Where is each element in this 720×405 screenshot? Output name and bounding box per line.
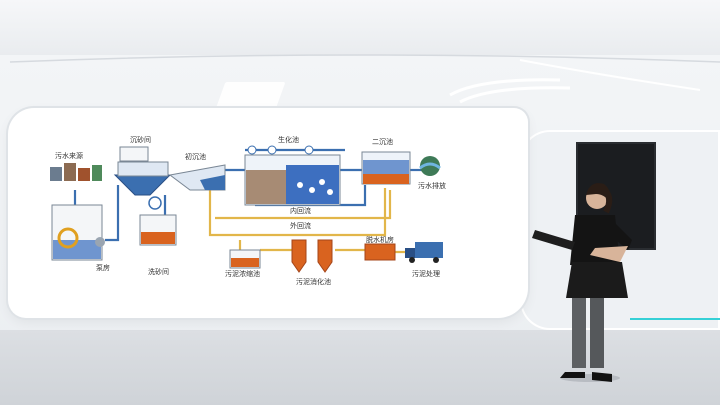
sludge-thickening-icon <box>229 249 261 269</box>
sludge-digestion-icon <box>291 239 333 273</box>
label-sludge-thickening: 污泥浓缩池 <box>225 270 260 278</box>
label-sand-wash: 洗砂间 <box>148 268 169 276</box>
label-pump-room: 泵房 <box>96 264 110 272</box>
label-grit-chamber: 沉砂间 <box>130 136 151 144</box>
label-external-return: 外回流 <box>290 222 311 230</box>
label-discharge: 污水排放 <box>418 182 446 190</box>
label-primary-tank: 初沉池 <box>185 153 206 161</box>
sand-wash-icon <box>139 196 177 246</box>
label-sewage-source: 污水来源 <box>55 152 83 160</box>
sewage-source-icon <box>50 163 102 181</box>
bio-tank-icon <box>244 145 341 206</box>
dewatering-room-icon <box>364 243 396 261</box>
secondary-tank-icon <box>361 151 411 185</box>
label-sludge-digestion: 污泥消化池 <box>296 278 331 286</box>
truck-icon <box>405 242 443 263</box>
accent-light-strip <box>630 318 720 320</box>
label-sludge-disposal: 污泥处理 <box>412 270 440 278</box>
discharge-icon <box>419 156 441 176</box>
label-internal-return: 内回流 <box>290 207 311 215</box>
primary-tank-icon <box>168 164 226 191</box>
pump-room-icon <box>51 204 105 261</box>
grit-chamber-icon <box>113 146 172 196</box>
label-dewatering-room: 脱水机房 <box>366 236 394 244</box>
ceiling <box>0 0 720 60</box>
label-secondary-tank: 二沉池 <box>372 138 393 146</box>
label-bio-tank: 生化池 <box>278 136 299 144</box>
